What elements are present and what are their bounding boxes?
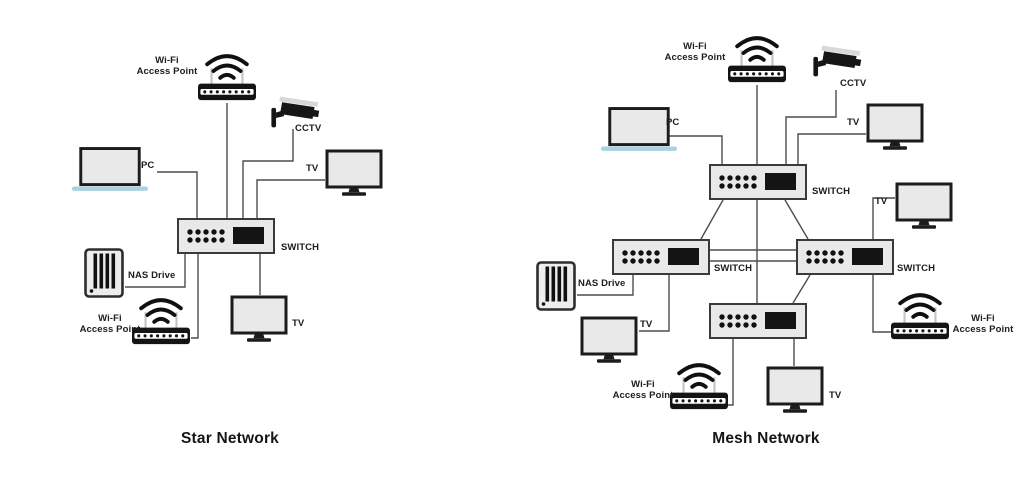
star-link-tv-top-switch [256,179,325,218]
mesh-tv-left-label: TV [640,319,653,330]
mesh-switch-left-label: SWITCH [714,263,753,274]
mesh-tv-top-icon [866,103,924,151]
star-link-nas-switch [125,254,186,288]
star-tv-bottom-icon [230,295,288,343]
mesh-link-tv-left-switchleft [639,275,670,332]
mesh-network-title: Mesh Network [712,430,820,447]
mesh-cctv-icon [812,44,864,78]
mesh-switch-right-label: SWITCH [897,263,936,274]
mesh-nas-drive-label: NAS Drive [578,278,626,289]
mesh-switch-left-icon [612,239,710,275]
mesh-link-ap-bottom-switchbottom [727,339,734,406]
mesh-wifi-access-point-right-icon [891,282,949,342]
mesh-link-tv-top-switch [797,133,866,164]
mesh-wifi-access-point-right-label: Wi-Fi Access Point [952,313,1014,335]
mesh-tv-left-icon [580,316,638,364]
star-switch-icon [177,218,275,254]
mesh-switch-top-icon [709,164,807,200]
star-link-pc-switch [157,171,198,218]
mesh-link-pc-switch [668,135,723,164]
mesh-link-ap-right-switchright [872,275,892,333]
star-wifi-access-point-top-label: Wi-Fi Access Point [136,55,198,77]
mesh-nas-drive-icon [536,261,576,311]
mesh-pc-icon [601,106,677,152]
star-wifi-access-point-top-icon [198,43,256,103]
mesh-tv-right-label: TV [875,196,888,207]
mesh-tv-bottom-icon [766,366,824,414]
star-switch-label: SWITCH [281,242,320,253]
star-tv-top-icon [325,149,383,197]
mesh-tv-right-icon [895,182,953,230]
star-link-cctv-switch [242,129,294,218]
mesh-wifi-access-point-top-icon [728,25,786,85]
mesh-link-switchtop-switchleft [700,199,724,240]
mesh-pc-label: PC [666,117,680,128]
mesh-wifi-access-point-top-label: Wi-Fi Access Point [664,41,726,63]
star-wifi-access-point-bottom-label: Wi-Fi Access Point [79,313,141,335]
mesh-switch-bottom-icon [709,303,807,339]
mesh-link-cctv-switch [785,90,837,164]
mesh-link-switchright-switchbottom [792,274,811,304]
star-pc-label: PC [141,160,155,171]
star-pc-icon [72,146,148,192]
star-link-ap-bottom-switch [191,254,199,339]
mesh-switch-right-icon [796,239,894,275]
star-nas-drive-icon [84,248,124,298]
mesh-cctv-label: CCTV [840,78,867,89]
mesh-wifi-access-point-bottom-label: Wi-Fi Access Point [612,379,674,401]
mesh-wifi-access-point-bottom-icon [670,352,728,412]
star-nas-drive-label: NAS Drive [128,270,176,281]
star-cctv-label: CCTV [295,123,322,134]
mesh-link-nas-switchleft [577,275,634,296]
mesh-tv-top-label: TV [847,117,860,128]
star-tv-bottom-label: TV [292,318,305,329]
star-tv-top-label: TV [306,163,319,174]
star-network-title: Star Network [180,430,279,447]
mesh-link-tv-right-switch [872,197,895,239]
mesh-link-switchtop-switchright [784,199,809,240]
mesh-tv-bottom-label: TV [829,390,842,401]
mesh-switch-top-label: SWITCH [812,186,851,197]
